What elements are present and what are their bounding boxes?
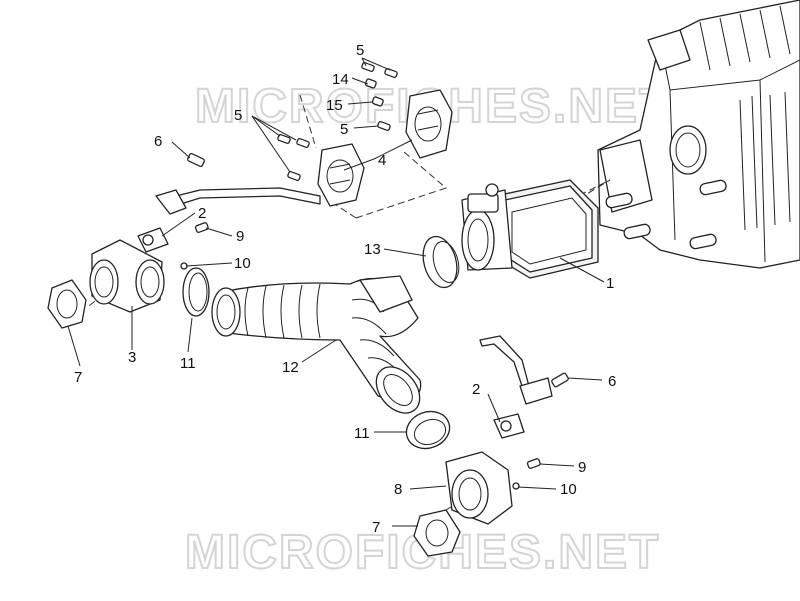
sleeve-13 [422,235,460,289]
callout-6-right: 6 [608,373,616,390]
callout-10-top: 10 [234,255,251,272]
sensor-housing-left [317,143,365,207]
leader-lines [67,57,605,527]
gasket-lower [413,509,461,557]
callout-8: 8 [394,481,402,498]
injector-upper [137,227,169,253]
callout-11-mid: 11 [354,425,370,442]
callout-1: 1 [606,275,614,292]
callout-4: 4 [378,152,386,169]
callout-5-left: 5 [234,107,242,124]
fuel-line-lower [479,335,531,393]
callout-15: 15 [326,97,343,114]
callout-7-bottom: 7 [372,519,380,536]
callout-12: 12 [282,359,299,376]
callout-7-left: 7 [74,369,82,386]
bracket-lower [519,377,553,405]
callout-5-top: 5 [356,42,364,59]
callout-13: 13 [364,241,381,258]
callout-6-top: 6 [154,133,162,150]
intake-hose [211,275,422,414]
callout-3: 3 [128,349,136,366]
assembly-line-sensor-b [335,204,357,219]
callout-9-top: 9 [236,228,244,245]
bracket-upper [155,189,187,215]
sensor-housing-right [405,89,453,159]
engine-head [559,0,800,269]
intake-manifold-upper [89,239,165,313]
callout-14: 14 [332,71,349,88]
intake-manifold-lower [445,451,513,525]
assembly-line-throttle [559,179,611,206]
bolt-9-lower [526,458,541,469]
callout-9-bottom: 9 [578,459,586,476]
throttle-body [461,179,599,279]
assembly-line-sensors [355,151,447,219]
callout-11-left: 11 [180,355,196,372]
injector-lower [493,413,525,439]
bolt-6-lower [551,372,569,388]
clamp-ring-lower [405,410,451,450]
gasket-upper [47,279,87,329]
assembly-line-screws [299,94,317,149]
washer-10-lower [512,482,520,490]
callout-5-mid: 5 [340,121,348,138]
callout-2-top: 2 [198,205,206,222]
clamp-ring-left [182,267,210,317]
callout-10-bottom: 10 [560,481,577,498]
bolt-9-upper [194,222,209,233]
callout-2-mid: 2 [472,381,480,398]
bolt-6-upper [187,153,205,167]
